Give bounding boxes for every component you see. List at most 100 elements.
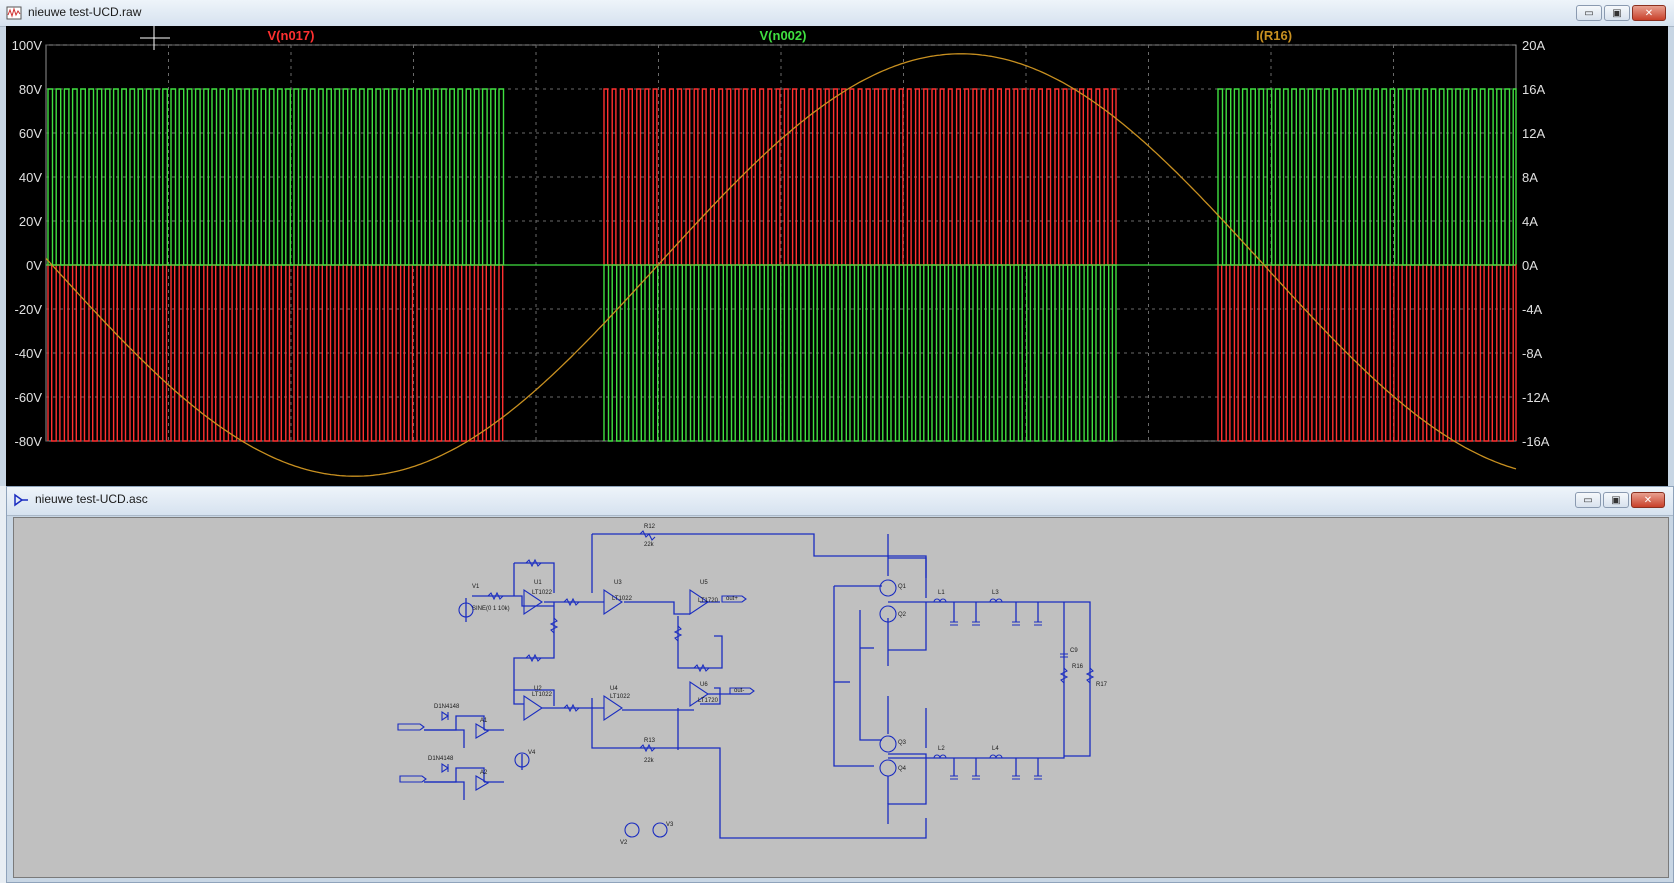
y-tick-right: 16A [1522,82,1545,97]
capacitor[interactable] [972,775,980,780]
y-tick-left: 20V [19,214,42,229]
diode-d1[interactable] [441,710,449,722]
wire[interactable] [472,595,554,607]
opamp-u4[interactable] [603,694,623,722]
wire[interactable] [859,610,882,741]
wire[interactable] [513,690,524,705]
trace-vn017-positive[interactable] [603,88,1117,266]
opamp-u1[interactable] [523,588,543,616]
label-u3: U3 [614,580,622,586]
close-button[interactable]: ✕ [1632,5,1666,21]
resistor[interactable] [563,597,580,607]
trace-label-ir16[interactable]: I(R16) [1256,28,1292,43]
mosfet-q2[interactable] [879,605,897,623]
resistor[interactable] [693,663,710,673]
mosfet-q3[interactable] [879,735,897,753]
wire[interactable] [424,715,485,731]
schematic-titlebar[interactable]: nieuwe test-UCD.asc ▭ ▣ ✕ [7,487,1673,516]
wire[interactable] [592,533,927,578]
capacitor[interactable] [1012,775,1020,780]
diode-d2[interactable] [441,762,449,774]
wire[interactable] [624,601,690,615]
voltage-source-v4[interactable] [514,752,530,768]
wire[interactable] [514,562,555,593]
y-tick-right: 20A [1522,38,1545,53]
schematic-close-button[interactable]: ✕ [1631,492,1665,508]
resistor[interactable] [673,625,683,642]
trace-label-vn002[interactable]: V(n002) [760,28,807,43]
wire[interactable] [888,601,1091,757]
resistor[interactable] [525,558,542,568]
inductor-l1[interactable] [933,598,947,603]
out-minus-flag[interactable] [729,687,755,695]
out-plus-flag[interactable] [721,595,747,603]
input-flag[interactable] [399,775,427,783]
schematic-minimize-button[interactable]: ▭ [1575,492,1601,508]
y-tick-right: -8A [1522,346,1543,361]
buffer-a2[interactable] [475,775,490,791]
resistor-r12[interactable] [639,530,656,541]
label-r13-value: 22k [644,758,655,764]
restore-button[interactable]: ▣ [1604,5,1630,21]
trace-ir16[interactable] [45,53,1517,477]
capacitor[interactable] [1034,775,1042,780]
wire[interactable] [424,729,465,748]
capacitor[interactable] [1034,621,1042,626]
wire[interactable] [677,616,723,669]
opamp-u3[interactable] [603,588,623,616]
schematic-canvas[interactable]: V1 SINE(0 1 10k) U1 LT1022 U3 LT1022 U5 … [13,517,1669,878]
label-u2: U2 [534,686,542,692]
resistor[interactable] [563,703,580,713]
wire[interactable] [887,753,927,824]
wire[interactable] [424,781,465,800]
wire[interactable] [833,586,874,767]
inductor-l3[interactable] [989,598,1003,603]
inductor-l4[interactable] [989,754,1003,759]
y-tick-right: 12A [1522,126,1545,141]
voltage-source-v3[interactable] [652,822,668,838]
buffer-a1[interactable] [475,723,490,739]
label-a2: A2 [480,770,488,776]
wire[interactable] [513,602,555,690]
comparator-u5[interactable] [689,588,709,616]
wire[interactable] [514,689,555,706]
capacitor[interactable] [950,775,958,780]
wire[interactable] [591,698,927,839]
label-r17: R17 [1096,682,1108,688]
minimize-button[interactable]: ▭ [1576,5,1602,21]
resistor-r17[interactable] [1085,667,1095,684]
wire[interactable] [888,557,927,598]
schematic-drawing[interactable]: V1 SINE(0 1 10k) U1 LT1022 U3 LT1022 U5 … [14,518,1668,877]
wire[interactable] [888,602,927,651]
input-flag[interactable] [397,723,425,731]
opamp-u2[interactable] [523,694,543,722]
plot-titlebar[interactable]: nieuwe test-UCD.raw ▭ ▣ ✕ [0,0,1674,27]
wire[interactable] [424,767,485,783]
resistor[interactable] [525,653,542,663]
capacitor[interactable] [950,621,958,626]
schematic-restore-button[interactable]: ▣ [1603,492,1629,508]
resistor-r16[interactable] [1059,667,1069,684]
trace-label-vn017[interactable]: V(n017) [268,28,315,43]
capacitor[interactable] [1012,621,1020,626]
resistor[interactable] [549,617,559,634]
mosfet-q4[interactable] [879,759,897,777]
inductor-l2[interactable] [933,754,947,759]
voltage-source-v1[interactable] [458,602,474,618]
voltage-source-v2[interactable] [624,822,640,838]
resistor-r13[interactable] [639,743,656,753]
capacitor[interactable] [972,621,980,626]
y-tick-left: 60V [19,126,42,141]
capacitor-c9[interactable] [1060,653,1068,658]
y-tick-left: 100V [12,38,43,53]
label-a1: A1 [480,718,488,724]
mosfet-q1[interactable] [879,579,897,597]
wire[interactable] [700,687,721,705]
label-l2: L2 [938,746,945,752]
comparator-u6[interactable] [689,680,709,708]
label-r12-value: 22k [644,542,655,548]
resistor[interactable] [487,591,504,601]
